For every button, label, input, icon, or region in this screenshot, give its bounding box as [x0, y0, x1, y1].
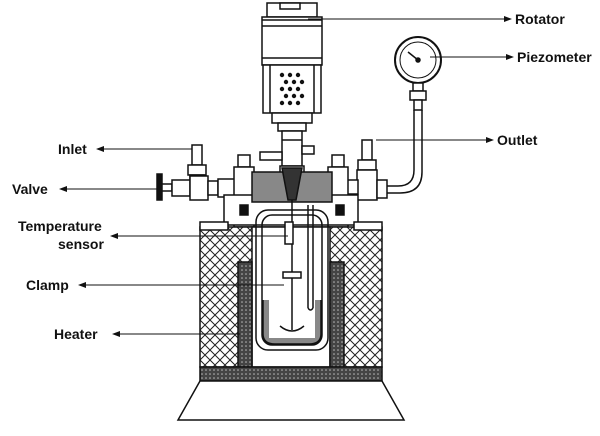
label-piezometer: Piezometer	[517, 49, 592, 65]
leader-lines	[59, 16, 514, 337]
label-temperature-sensor-line2: sensor	[58, 236, 104, 252]
label-rotator: Rotator	[515, 11, 565, 27]
piezometer-gauge	[394, 36, 442, 111]
label-temperature-sensor-line1: Temperature	[18, 218, 102, 234]
stirrer-assembly	[279, 200, 314, 332]
label-valve: Valve	[12, 181, 48, 197]
rotator-vent-holes	[279, 72, 305, 106]
label-heater: Heater	[54, 326, 98, 342]
label-inlet: Inlet	[58, 141, 87, 157]
label-outlet: Outlet	[497, 132, 538, 148]
label-clamp: Clamp	[26, 277, 69, 293]
heater-base	[176, 380, 406, 421]
piezometer-pipe	[378, 110, 423, 194]
